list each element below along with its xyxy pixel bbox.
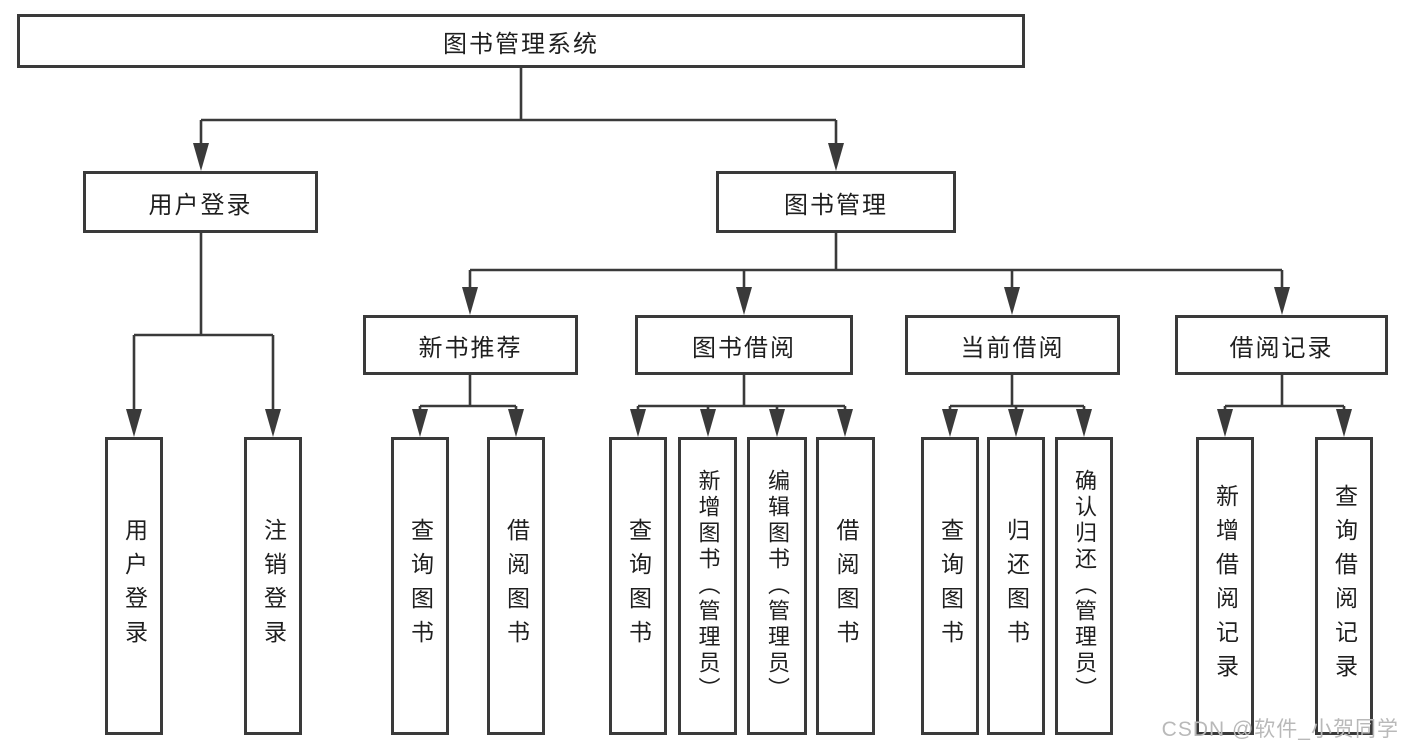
leaf-query-books-3: 查询图书	[921, 437, 979, 735]
arrowhead-down-icon	[1004, 287, 1020, 315]
csdn-watermark: CSDN @软件_小贺同学	[1161, 718, 1399, 741]
node-user-login: 用户登录	[83, 171, 318, 233]
node-book-mgmt-label: 图书管理	[784, 191, 888, 219]
arrowhead-down-icon	[126, 409, 142, 437]
leaf-logout-label: 注销登录	[260, 518, 287, 654]
leaf-add-books-admin-label: 新增图书（管理员）	[695, 469, 721, 703]
connector-book-borrow-to-leaves	[630, 375, 853, 437]
leaf-confirm-return-admin: 确认归还（管理员）	[1055, 437, 1113, 735]
leaf-borrow-books-2-label: 借阅图书	[833, 518, 859, 654]
node-new-book-rec-label: 新书推荐	[418, 334, 523, 362]
arrowhead-down-icon	[1274, 287, 1290, 315]
leaf-query-books-1-label: 查询图书	[407, 518, 434, 654]
leaf-borrow-books-2: 借阅图书	[816, 437, 875, 735]
leaf-return-books: 归还图书	[987, 437, 1045, 735]
leaf-return-books-label: 归还图书	[1003, 518, 1030, 654]
arrowhead-down-icon	[265, 409, 281, 437]
node-borrow-records: 借阅记录	[1175, 315, 1388, 375]
node-current-borrow-label: 当前借阅	[960, 334, 1065, 362]
arrowhead-down-icon	[828, 143, 844, 171]
arrowhead-down-icon	[1076, 409, 1092, 437]
leaf-add-borrow-record-label: 新增借阅记录	[1212, 484, 1239, 688]
arrowhead-down-icon	[630, 409, 646, 437]
node-current-borrow: 当前借阅	[905, 315, 1120, 375]
leaf-borrow-books-1-label: 借阅图书	[503, 518, 530, 654]
leaf-query-borrow-record: 查询借阅记录	[1315, 437, 1373, 735]
arrowhead-down-icon	[193, 143, 209, 171]
arrowhead-down-icon	[462, 287, 478, 315]
leaf-query-books-3-label: 查询图书	[937, 518, 964, 654]
connector-book-mgmt-to-level3	[462, 233, 1290, 315]
leaf-edit-books-admin: 编辑图书（管理员）	[747, 437, 807, 735]
node-root-system: 图书管理系统	[17, 14, 1025, 68]
node-book-borrow-label: 图书借阅	[692, 334, 796, 362]
node-book-borrow: 图书借阅	[635, 315, 853, 375]
arrowhead-down-icon	[1217, 409, 1233, 437]
connector-user-login-to-leaves	[126, 233, 281, 437]
leaf-query-borrow-record-label: 查询借阅记录	[1331, 484, 1358, 688]
arrowhead-down-icon	[942, 409, 958, 437]
leaf-query-books-2-label: 查询图书	[625, 518, 652, 654]
connector-new-book-rec-to-leaves	[412, 375, 524, 437]
connector-current-borrow-to-leaves	[942, 375, 1092, 437]
arrowhead-down-icon	[736, 287, 752, 315]
leaf-borrow-books-1: 借阅图书	[487, 437, 545, 735]
connector-root-to-level2	[193, 68, 844, 171]
node-book-mgmt: 图书管理	[716, 171, 956, 233]
arrowhead-down-icon	[1008, 409, 1024, 437]
leaf-query-books-2: 查询图书	[609, 437, 667, 735]
arrowhead-down-icon	[700, 409, 716, 437]
leaf-logout: 注销登录	[244, 437, 302, 735]
arrowhead-down-icon	[1336, 409, 1352, 437]
arrowhead-down-icon	[412, 409, 428, 437]
connector-borrow-records-to-leaves	[1217, 375, 1352, 437]
leaf-confirm-return-admin-label: 确认归还（管理员）	[1072, 469, 1097, 703]
leaf-add-books-admin: 新增图书（管理员）	[678, 437, 737, 735]
node-new-book-rec: 新书推荐	[363, 315, 578, 375]
node-user-login-label: 用户登录	[148, 191, 253, 219]
arrowhead-down-icon	[769, 409, 785, 437]
leaf-add-borrow-record: 新增借阅记录	[1196, 437, 1254, 735]
arrowhead-down-icon	[837, 409, 853, 437]
arrowhead-down-icon	[508, 409, 524, 437]
node-root-label: 图书管理系统	[443, 30, 599, 58]
leaf-query-books-1: 查询图书	[391, 437, 449, 735]
leaf-edit-books-admin-label: 编辑图书（管理员）	[765, 469, 790, 703]
leaf-user-login-label: 用户登录	[121, 518, 148, 654]
leaf-user-login: 用户登录	[105, 437, 163, 735]
node-borrow-records-label: 借阅记录	[1229, 334, 1334, 362]
